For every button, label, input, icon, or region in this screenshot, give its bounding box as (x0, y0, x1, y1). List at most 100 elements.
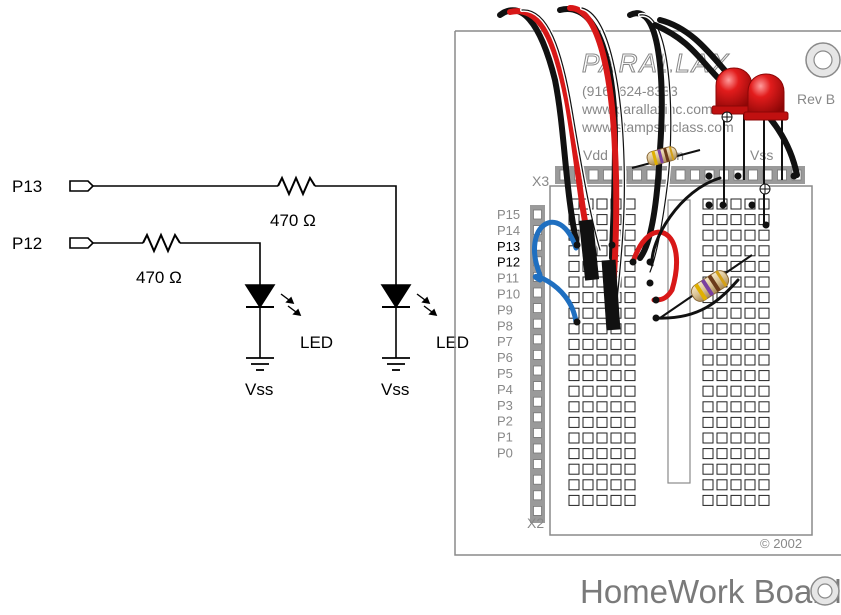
breadboard-socket (702, 416, 714, 428)
ground-left-label: Vss (245, 380, 273, 399)
breadboard-socket (744, 370, 756, 382)
io-socket (533, 490, 542, 501)
breadboard-socket (744, 354, 756, 366)
breadboard-socket (582, 307, 594, 319)
pin-label-p3: P3 (497, 398, 513, 413)
breadboard-socket (730, 432, 742, 444)
breadboard-socket (596, 432, 608, 444)
breadboard-socket (758, 229, 770, 241)
resistor-bottom-symbol (142, 232, 181, 254)
breadboard-socket (744, 479, 756, 491)
breadboard-socket (624, 432, 636, 444)
board-connection-dots (573, 172, 798, 326)
pin-label-p8: P8 (497, 318, 513, 333)
io-socket (533, 459, 542, 470)
breadboard-socket (716, 416, 728, 428)
breadboard-socket (610, 479, 622, 491)
breadboard-socket (758, 432, 770, 444)
breadboard-socket (568, 494, 580, 506)
breadboard-socket (716, 338, 728, 350)
pin-label-p9: P9 (497, 302, 513, 317)
p12-wire-right (180, 242, 261, 285)
breadboard-socket (744, 229, 756, 241)
pin-p13-label: P13 (12, 177, 42, 196)
breadboard-socket (730, 479, 742, 491)
breadboard-socket (610, 354, 622, 366)
breadboard-channel (667, 199, 691, 484)
pin-label-p7: P7 (497, 334, 513, 349)
resistor-board-top (631, 146, 701, 169)
wire-black-6 (650, 176, 722, 267)
breadboard-socket (568, 370, 580, 382)
io-socket (533, 334, 542, 345)
board-vdd: Vdd (583, 147, 608, 163)
breadboard-socket (730, 323, 742, 335)
io-socket (533, 365, 542, 376)
breadboard-socket (702, 354, 714, 366)
breadboard-socket (758, 370, 770, 382)
breadboard-socket (582, 323, 594, 335)
breadboard-socket (624, 323, 636, 335)
power-socket (748, 169, 758, 181)
breadboard-socket (716, 370, 728, 382)
breadboard-socket (610, 338, 622, 350)
breadboard-socket (624, 494, 636, 506)
breadboard-socket (568, 401, 580, 413)
breadboard-socket (730, 354, 742, 366)
breadboard-socket (624, 416, 636, 428)
breadboard-socket (730, 416, 742, 428)
breadboard-socket (716, 354, 728, 366)
pin-label-p10: P10 (497, 287, 520, 302)
led-right-label: LED (436, 333, 469, 352)
breadboard-socket (744, 276, 756, 288)
breadboard-socket (702, 401, 714, 413)
breadboard-socket (744, 432, 756, 444)
breadboard-socket (744, 448, 756, 460)
led-board-right (743, 73, 789, 225)
breadboard-socket (624, 307, 636, 319)
breadboard-socket (730, 245, 742, 257)
breadboard-socket (702, 370, 714, 382)
breadboard-socket (624, 385, 636, 397)
breadboard-socket (744, 463, 756, 475)
breadboard-socket (730, 307, 742, 319)
breadboard-socket (744, 323, 756, 335)
board-name: HomeWork Board (580, 573, 841, 610)
breadboard-socket (744, 494, 756, 506)
wire-blue-2 (532, 274, 579, 325)
breadboard-socket (730, 448, 742, 460)
breadboard-socket (716, 323, 728, 335)
breadboard-socket (568, 385, 580, 397)
breadboard-socket (596, 370, 608, 382)
breadboard-socket (702, 494, 714, 506)
breadboard-socket (610, 494, 622, 506)
power-socket (675, 169, 686, 181)
power-socket (588, 169, 599, 181)
breadboard-socket (596, 354, 608, 366)
breadboard-socket (702, 338, 714, 350)
breadboard-socket (716, 385, 728, 397)
breadboard-socket (730, 494, 742, 506)
breadboard-socket (568, 354, 580, 366)
board-copyright: © 2002 (760, 536, 802, 551)
ground-left-symbol (246, 357, 274, 371)
breadboard-socket (582, 494, 594, 506)
breadboard-socket (702, 323, 714, 335)
breadboard-socket (582, 416, 594, 428)
breadboard-socket (716, 245, 728, 257)
breadboard-socket (702, 479, 714, 491)
resistor-top-symbol (277, 175, 316, 197)
breadboard-socket (716, 229, 728, 241)
pin-label-p12: P12 (497, 255, 520, 270)
wire-red-1 (507, 8, 593, 248)
breadboard-socket (730, 338, 742, 350)
io-socket (533, 474, 542, 485)
breadboard-socket (716, 448, 728, 460)
header-x3-label: X3 (532, 173, 549, 189)
breadboard-socket (702, 463, 714, 475)
breadboard-socket (758, 401, 770, 413)
breadboard-socket (730, 370, 742, 382)
breadboard-socket (568, 416, 580, 428)
breadboard-socket (610, 370, 622, 382)
breadboard-socket (596, 385, 608, 397)
